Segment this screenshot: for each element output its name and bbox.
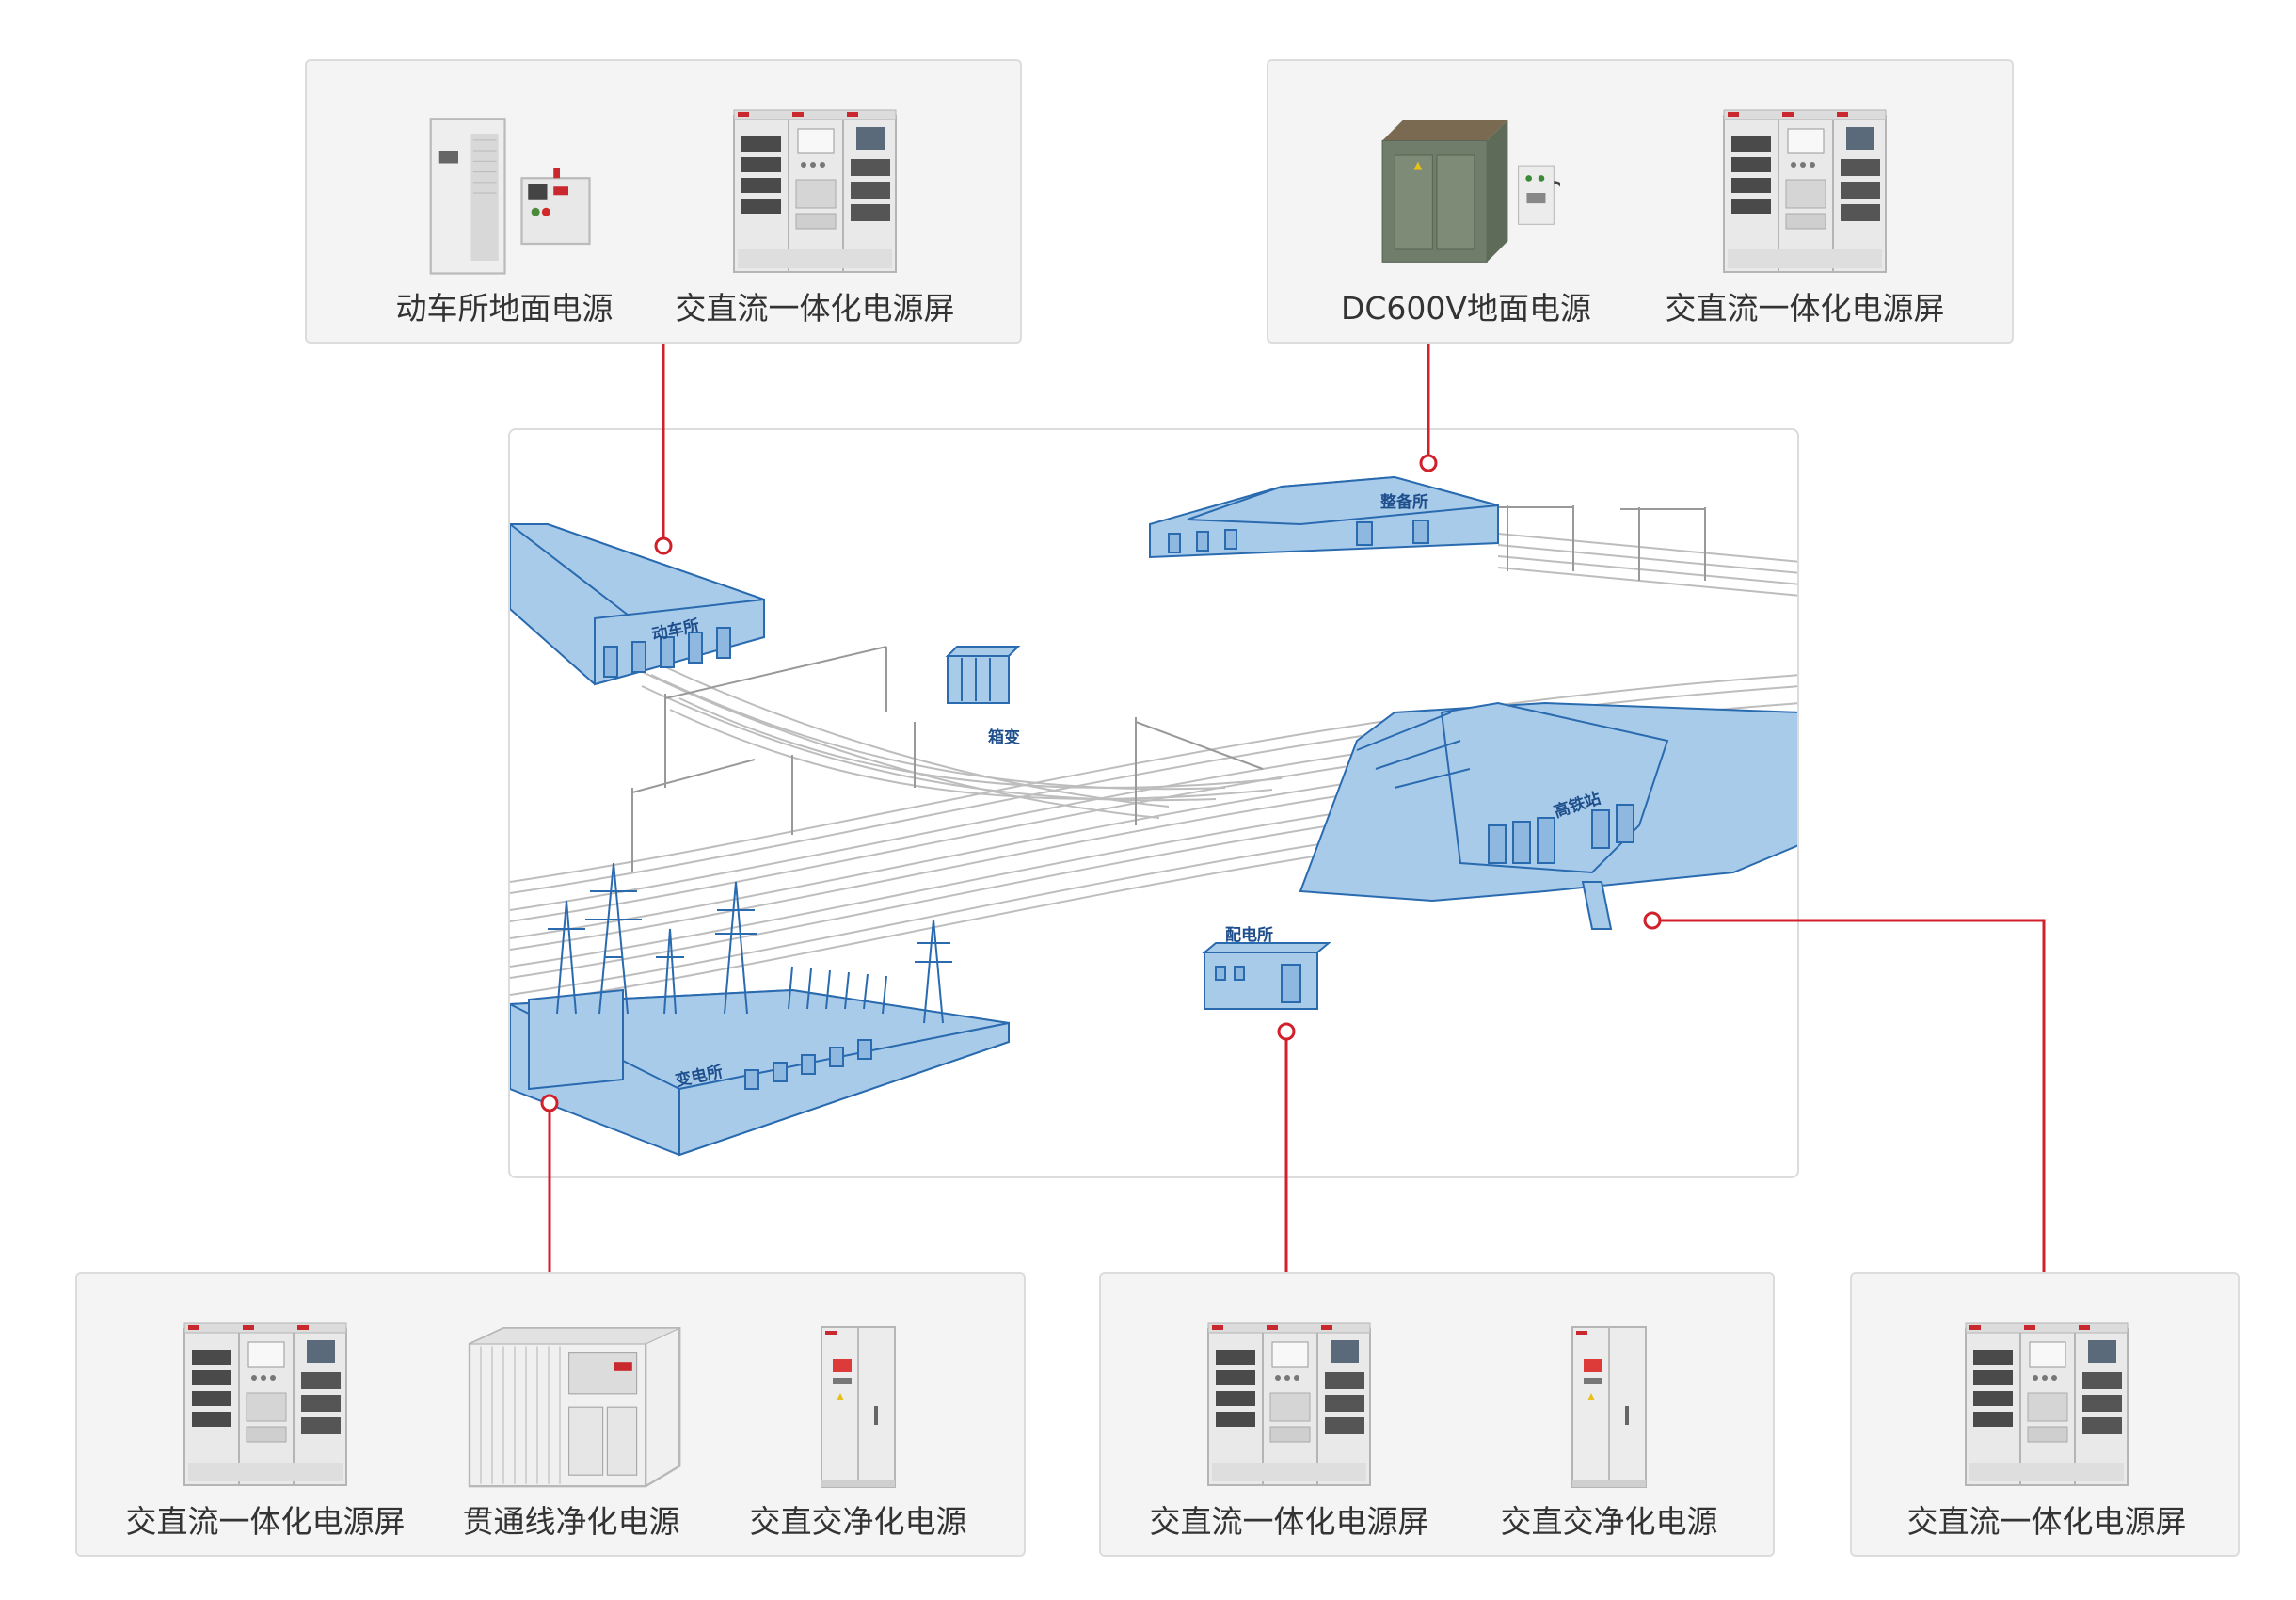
rail-tracks <box>510 533 1797 1007</box>
building-substation <box>510 988 1010 1157</box>
product-label: 贯通线净化电源 <box>462 1503 680 1540</box>
building-servicing <box>1149 475 1499 559</box>
transmission-towers <box>548 862 952 1024</box>
building-box-transformer <box>945 646 1021 704</box>
product-ac-dc-ac-purifier: 交直交净化电源 <box>1468 1312 1750 1540</box>
label-servicing: 整备所 <box>1380 493 1428 512</box>
product-ac-dc-ac-purifier: 交直交净化电源 <box>717 1312 999 1540</box>
label-distribution: 配电所 <box>1225 926 1273 945</box>
equipment-box-distribution: 交直流一体化电源屏 交直交净化电源 <box>1099 1272 1775 1557</box>
product-emu-ground-power: 动车所地面电源 <box>363 99 646 327</box>
equipment-box-hsr-station: 交直流一体化电源屏 <box>1850 1272 2240 1557</box>
product-label: 交直流一体化电源屏 <box>675 290 955 327</box>
equipment-box-emu-depot: 动车所地面电源 交直流一体化电源屏 <box>305 59 1022 344</box>
label-box-transformer: 箱变 <box>988 728 1020 747</box>
product-label: 交直交净化电源 <box>1500 1503 1718 1540</box>
product-ac-dc-panel: 交直流一体化电源屏 <box>1148 1312 1430 1540</box>
building-hsr-station <box>1299 701 1797 930</box>
equipment-box-substation: 交直流一体化电源屏 贯通线净化电源 交直交净化电源 <box>75 1272 1026 1557</box>
product-ac-dc-panel: 交直流一体化电源屏 <box>1905 1312 2188 1540</box>
product-ac-dc-panel: 交直流一体化电源屏 <box>124 1312 407 1540</box>
product-through-line-purifier: 贯通线净化电源 <box>430 1312 712 1540</box>
product-label: 交直流一体化电源屏 <box>1149 1503 1429 1540</box>
product-ac-dc-panel: 交直流一体化电源屏 <box>674 99 956 327</box>
catenary-masts <box>631 505 1706 872</box>
product-label: 交直流一体化电源屏 <box>1906 1503 2187 1540</box>
product-label: DC600V地面电源 <box>1340 290 1591 327</box>
equipment-box-servicing: DC600V地面电源 交直流一体化电源屏 <box>1267 59 2014 344</box>
product-label: 交直流一体化电源屏 <box>125 1503 406 1540</box>
building-distribution <box>1202 942 1331 1010</box>
building-emu-depot <box>510 523 765 686</box>
product-dc600v-ground-power: DC600V地面电源 <box>1325 99 1607 327</box>
railway-scene: 动车所 整备所 箱变 高铁站 配电所 变电所 <box>508 428 1799 1178</box>
product-ac-dc-panel: 交直流一体化电源屏 <box>1664 99 1946 327</box>
product-label: 交直流一体化电源屏 <box>1665 290 1945 327</box>
product-label: 动车所地面电源 <box>395 290 614 327</box>
product-label: 交直交净化电源 <box>749 1503 967 1540</box>
